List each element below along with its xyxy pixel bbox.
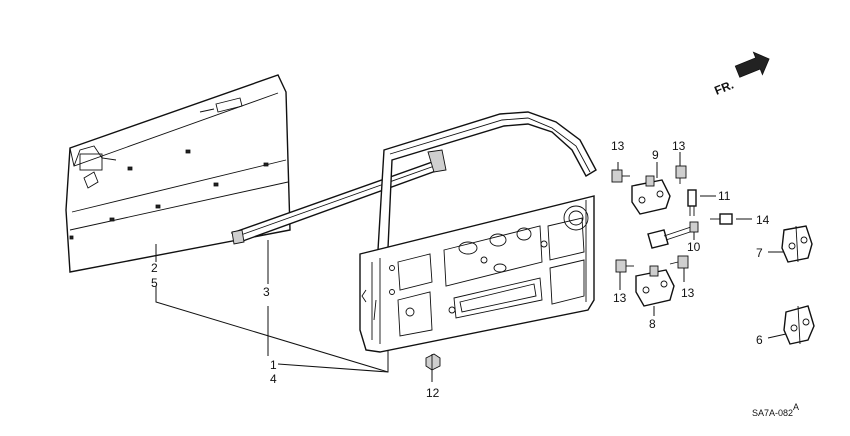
hinge-bolt-13-upper-right (675, 165, 687, 184)
door-outer-skin (65, 74, 291, 273)
hinge-bolt-13-lower-right (669, 255, 689, 269)
callout-14: 14 (756, 213, 770, 227)
door-frame (359, 111, 597, 353)
lower-hinge-body-side (783, 305, 815, 345)
callout-13-upper-right: 13 (672, 139, 686, 153)
fr-arrow-icon (734, 51, 770, 78)
callout-8: 8 (649, 317, 656, 331)
callout-13-lower-left: 13 (613, 291, 627, 305)
callout-5: 5 (151, 276, 158, 290)
hinge-bolt-13-upper-left (611, 169, 630, 183)
callout-1: 1 (270, 358, 277, 372)
callout-13-upper-left: 13 (611, 139, 625, 153)
leader-lines (155, 152, 787, 382)
hinge-bolt-13-lower-left (615, 259, 634, 273)
door-checker (647, 221, 699, 249)
diagram-code-suffix: A (793, 402, 799, 412)
check-pin (687, 189, 697, 216)
fr-label: FR. (712, 78, 735, 98)
callout-2: 2 (151, 261, 158, 275)
callout-7: 7 (756, 246, 763, 260)
callout-6: 6 (756, 333, 763, 347)
callout-10: 10 (687, 240, 701, 254)
callout-12: 12 (426, 386, 440, 400)
callout-9: 9 (652, 148, 659, 162)
upper-hinge-door-side (631, 175, 671, 215)
hinge-bolt-14 (710, 213, 733, 225)
callout-13-lower-right: 13 (681, 286, 695, 300)
lower-hinge-door-side (635, 265, 675, 307)
diagram-code: SA7A-082 (752, 408, 793, 418)
callout-4: 4 (270, 372, 277, 386)
door-nut (425, 353, 441, 371)
callout-11: 11 (718, 189, 731, 203)
upper-hinge-body-side (781, 225, 813, 263)
callout-3: 3 (263, 285, 270, 299)
